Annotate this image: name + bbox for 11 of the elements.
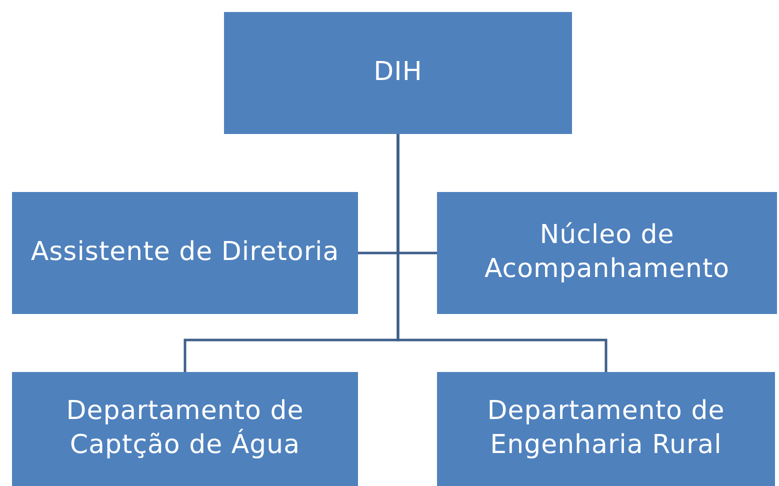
- box-label: Departamento de Engenharia Rural: [486, 395, 726, 462]
- box-label: Departamento de Captção de Água: [65, 395, 305, 462]
- box-label: DIH: [374, 56, 422, 90]
- box-label: Núcleo de Acompanhamento: [483, 219, 731, 286]
- org-box: [12, 372, 358, 486]
- box-label: Assistente de Diretoria: [30, 236, 340, 270]
- connector-line: [396, 134, 608, 372]
- org-box: [437, 192, 777, 314]
- org-box: [437, 372, 775, 486]
- org-box: [12, 192, 358, 314]
- org-box: [224, 12, 572, 134]
